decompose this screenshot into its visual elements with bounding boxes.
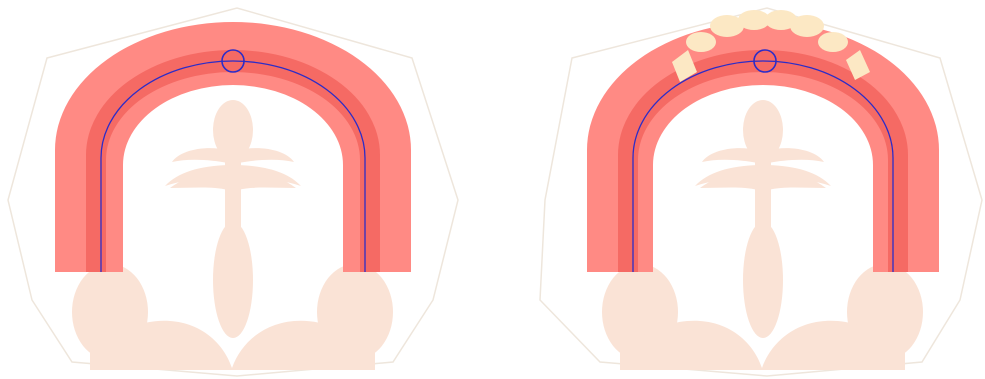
tooth-lateral-right bbox=[790, 15, 824, 37]
tooth-lateral-left-2 bbox=[686, 32, 716, 52]
panel-left bbox=[8, 8, 458, 376]
panel-right bbox=[540, 8, 982, 376]
raphe-lower bbox=[743, 222, 783, 338]
raphe-lower bbox=[213, 222, 253, 338]
tooth-lateral-right-2 bbox=[818, 32, 848, 52]
